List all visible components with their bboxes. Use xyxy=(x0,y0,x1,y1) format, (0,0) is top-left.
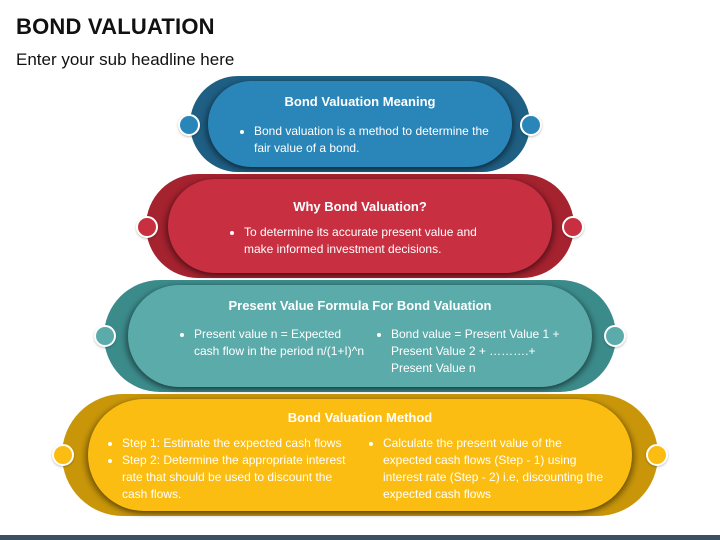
tier-3-left-text: Present value n = Expected cash flow in … xyxy=(178,326,368,360)
tier-4-right-text: Calculate the present value of the expec… xyxy=(367,435,607,503)
tier-4-left-text: Step 1: Estimate the expected cash flows… xyxy=(106,435,358,503)
tier-3-heading: Present Value Formula For Bond Valuation xyxy=(228,298,492,313)
tier-3-right-bullet: Bond value = Present Value 1 + Present V… xyxy=(391,326,565,377)
tier-why-bond-valuation: Why Bond Valuation? To determine its acc… xyxy=(136,174,584,278)
tier-3-left-dot xyxy=(94,325,116,347)
tier-2-inner-band: Why Bond Valuation? To determine its acc… xyxy=(168,179,552,273)
tier-1-inner-band: Bond Valuation Meaning Bond valuation is… xyxy=(208,81,512,167)
tier-4-right-dot xyxy=(646,444,668,466)
tier-1-right-dot xyxy=(520,114,542,136)
footer-bar xyxy=(0,535,720,540)
tier-bond-valuation-method: Bond Valuation Method Step 1: Estimate t… xyxy=(52,394,668,516)
tier-2-right-dot xyxy=(562,216,584,238)
tier-4-left-dot xyxy=(52,444,74,466)
tier-2-bullet: To determine its accurate present value … xyxy=(244,224,492,258)
tier-3-right-dot xyxy=(604,325,626,347)
tier-1-bullet: Bond valuation is a method to determine … xyxy=(254,123,490,157)
tier-4-right-bullet: Calculate the present value of the expec… xyxy=(383,435,607,503)
tier-4-left-bullet-2: Step 2: Determine the appropriate intere… xyxy=(122,452,358,503)
tier-3-right-text: Bond value = Present Value 1 + Present V… xyxy=(375,326,565,377)
tier-2-left-dot xyxy=(136,216,158,238)
tier-1-text: Bond valuation is a method to determine … xyxy=(238,123,490,157)
tier-bond-valuation-meaning: Bond Valuation Meaning Bond valuation is… xyxy=(178,76,542,172)
tier-3-inner-band: Present Value Formula For Bond Valuation… xyxy=(128,285,592,387)
tier-1-heading: Bond Valuation Meaning xyxy=(284,94,436,109)
tier-1-left-dot xyxy=(178,114,200,136)
tier-present-value-formula: Present Value Formula For Bond Valuation… xyxy=(94,280,626,392)
tier-4-heading: Bond Valuation Method xyxy=(287,410,433,425)
page-title: BOND VALUATION xyxy=(16,14,215,39)
tier-4-left-bullet-1: Step 1: Estimate the expected cash flows xyxy=(122,435,358,452)
tier-2-heading: Why Bond Valuation? xyxy=(293,199,427,214)
tier-2-text: To determine its accurate present value … xyxy=(228,224,492,258)
tier-4-inner-band: Bond Valuation Method Step 1: Estimate t… xyxy=(88,399,632,511)
tier-3-left-bullet: Present value n = Expected cash flow in … xyxy=(194,326,368,360)
page-subtitle: Enter your sub headline here xyxy=(16,50,235,69)
